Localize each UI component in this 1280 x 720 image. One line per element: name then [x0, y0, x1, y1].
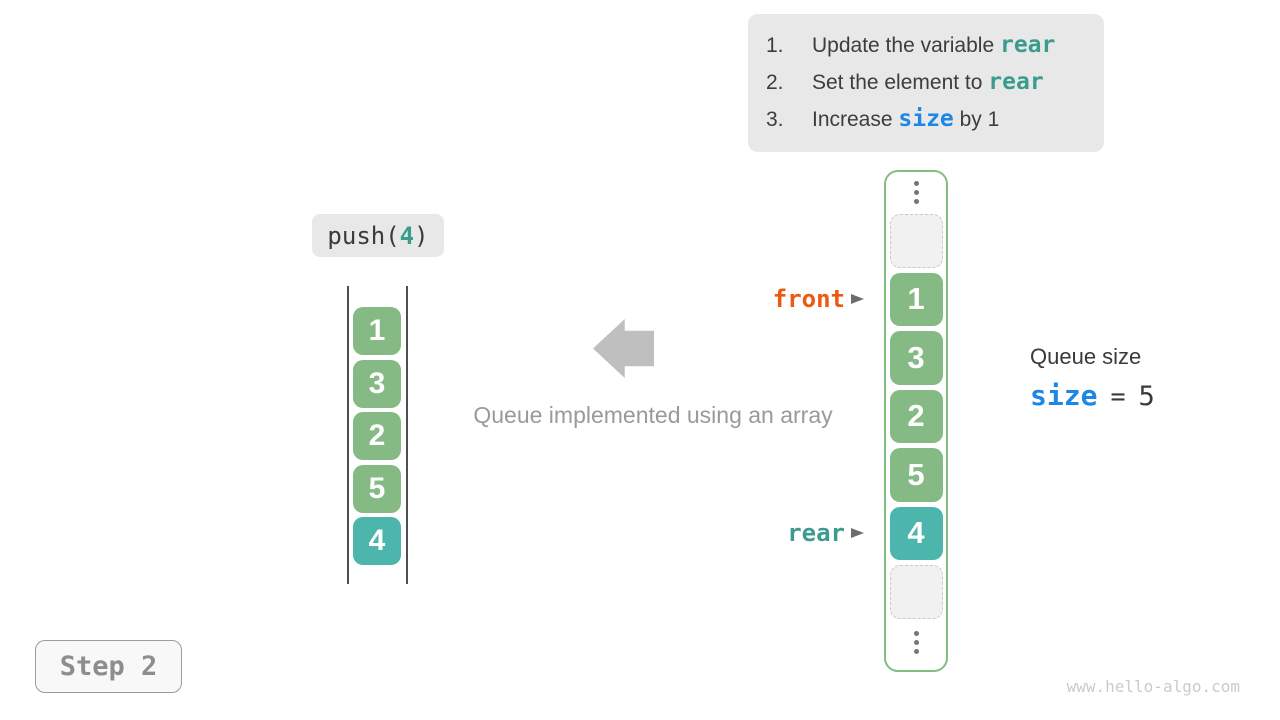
dot [913, 181, 919, 186]
push-argument: 4 [399, 221, 415, 250]
queue-size-expression: size = 5 [1030, 379, 1155, 412]
queue-size-title: Queue size [1030, 344, 1142, 369]
instruction-item: 1. Update the variable rear [748, 27, 1104, 64]
queue-cell: 2 [353, 412, 401, 460]
dot [913, 649, 919, 654]
code-keyword: size [898, 106, 954, 132]
instruction-item: 3. Increase size by 1 [748, 101, 1104, 138]
watermark: www.hello-algo.com [1066, 677, 1240, 696]
diagram-caption: Queue implemented using an array [473, 402, 833, 428]
vertical-ellipsis-icon [886, 631, 946, 654]
instruction-number: 2. [766, 71, 784, 94]
dot [913, 190, 919, 195]
instruction-number: 1. [766, 34, 784, 57]
queue-cell: 5 [353, 464, 401, 513]
array-cell: 3 [889, 331, 943, 385]
push-operation-label: push(4) [312, 214, 444, 257]
queue-cell: 3 [353, 359, 401, 408]
step-badge: Step 2 [35, 640, 182, 693]
pointer-arrow-icon [851, 293, 864, 304]
pointer-arrow-icon [851, 527, 864, 538]
equals-sign: = [1110, 382, 1126, 411]
step-label: Step 2 [59, 651, 158, 682]
queue-rail-left [347, 286, 349, 584]
vertical-ellipsis-icon [886, 181, 946, 204]
instruction-panel: 1. Update the variable rear 2. Set the elem… [748, 14, 1104, 152]
queue-rail-right [406, 286, 408, 584]
array-cell: 4 [889, 506, 943, 560]
instruction-number: 3. [766, 108, 784, 131]
instruction-text: Increase size by 1 [812, 106, 1000, 132]
dot [913, 640, 919, 645]
queue-cell: 1 [353, 307, 401, 355]
dot [913, 199, 919, 204]
dot [913, 631, 919, 636]
push-suffix: ) [414, 221, 429, 250]
queue-size-panel: Queue size size = 5 [1030, 344, 1155, 412]
size-variable: size [1030, 379, 1098, 412]
code-keyword: rear [999, 32, 1056, 58]
array-cell: 2 [889, 389, 943, 443]
size-value: 5 [1138, 381, 1155, 412]
front-pointer-label: front [772, 285, 845, 314]
push-prefix: push( [327, 221, 400, 250]
instruction-item: 2. Set the element to rear [748, 64, 1104, 101]
array-cell: 1 [889, 272, 943, 326]
instruction-text: Set the element to rear [812, 69, 1044, 95]
queue-cell: 4 [353, 517, 401, 565]
code-keyword: rear [988, 69, 1044, 95]
array-cell-empty [889, 565, 943, 619]
array-cell-empty [889, 214, 943, 268]
array-cell: 5 [889, 448, 943, 502]
instruction-text: Update the variable rear [812, 32, 1056, 58]
left-arrow-icon [593, 319, 654, 378]
rear-pointer-label: rear [787, 519, 845, 548]
